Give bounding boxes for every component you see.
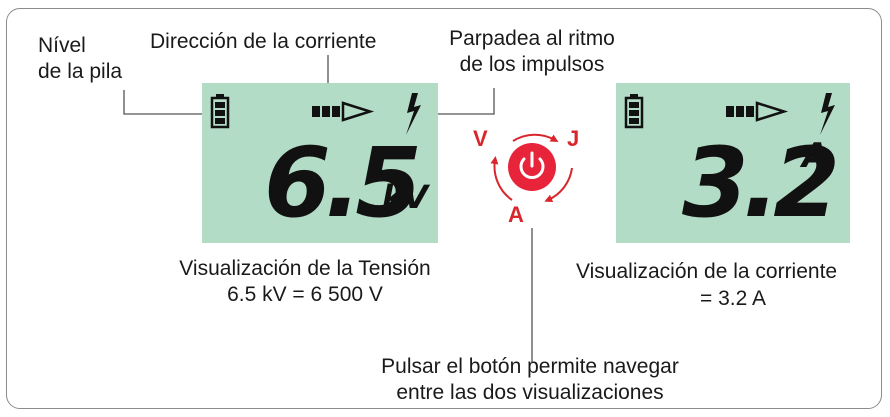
cycle-arrow-top xyxy=(512,133,559,142)
battery-icon xyxy=(624,94,644,129)
voltage-display: 6.5 kV xyxy=(202,83,438,243)
mode-letter-a: A xyxy=(508,202,524,227)
blink-label-line1: Parpadea al ritmo xyxy=(449,27,615,50)
current-value: 3.2 xyxy=(682,127,840,239)
button-caption-line1: Pulsar el botón permite navegar xyxy=(381,355,679,378)
current-display: 3.2 A xyxy=(616,83,850,243)
voltage-caption-line1: Visualización de la Tensión xyxy=(179,257,431,280)
lightning-icon xyxy=(820,93,835,135)
cycle-arrow-right xyxy=(544,167,573,203)
blink-label-line2: de los impulsos xyxy=(459,53,605,76)
battery-icon xyxy=(210,94,230,129)
mode-letter-j: J xyxy=(567,126,579,151)
diagram-frame xyxy=(6,8,882,409)
voltage-value: 6.5 xyxy=(264,127,422,239)
current-direction-label: Dirección de la corriente xyxy=(150,30,377,53)
current-direction-icon xyxy=(726,101,789,122)
battery-leader-line xyxy=(123,90,210,115)
current-unit: A xyxy=(802,136,829,176)
voltage-caption-line2: 6.5 kV = 6 500 V xyxy=(227,283,383,306)
current-direction-icon xyxy=(312,101,375,122)
button-caption-line2: entre las dos visualizaciones xyxy=(396,381,664,404)
current-caption-line2: = 3.2 A xyxy=(700,287,766,310)
voltage-unit: kV xyxy=(382,178,429,216)
lightning-icon xyxy=(406,93,421,135)
blink-leader-line xyxy=(432,88,495,115)
battery-level-label-line1: Nível xyxy=(38,34,86,57)
power-icon xyxy=(519,151,545,179)
battery-level-label-line2: de la pila xyxy=(38,60,123,83)
current-caption-line1: Visualización de la corriente xyxy=(576,260,838,283)
cycle-arrow-left xyxy=(490,156,513,201)
mode-letter-v: V xyxy=(473,126,488,151)
